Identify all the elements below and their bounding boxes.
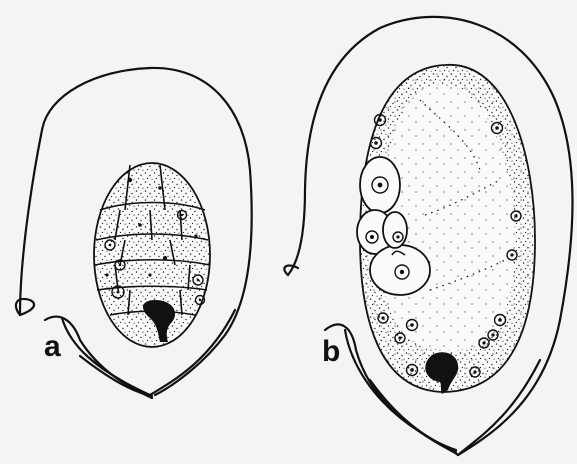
panel-b-label: b	[322, 335, 340, 368]
panel-a: a	[16, 68, 252, 398]
panel-a-micropyle-left	[16, 299, 34, 315]
panel-a-label: a	[44, 330, 61, 363]
panel-b: b	[284, 17, 572, 455]
